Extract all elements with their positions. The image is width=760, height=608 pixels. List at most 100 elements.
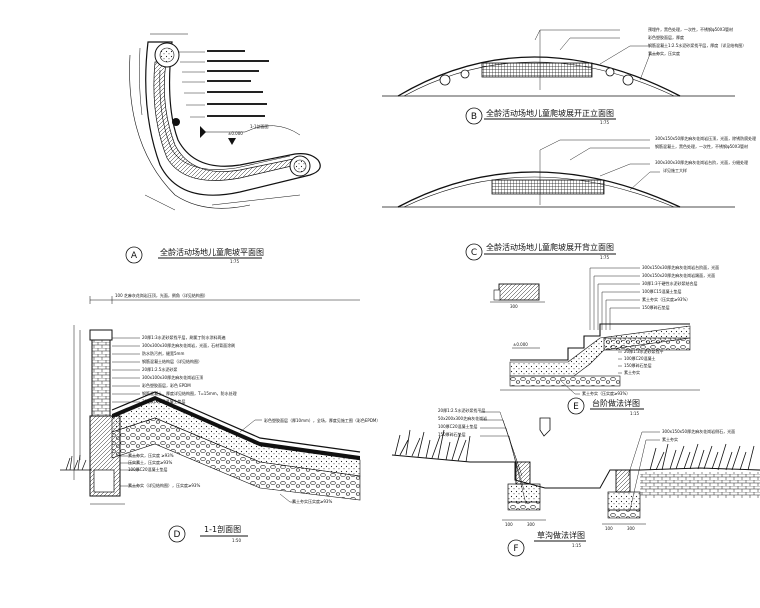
a-level-label: ±0.000 xyxy=(228,131,243,136)
d-slope-rubber xyxy=(112,396,360,460)
f-title: 草沟做法详图 xyxy=(537,530,585,540)
c-note-0: 300x150x50厚芝麻灰花岗岩压顶，光面，除锈防腐处理 xyxy=(655,135,756,141)
f-title-block: F 草沟做法详图 1:15 xyxy=(507,530,586,557)
a-bubble-letter: A xyxy=(131,251,138,261)
c-arch-outer xyxy=(397,171,681,208)
e-title: 台阶做法详图 xyxy=(592,398,640,408)
a-section-marker: ±0.000 1-1剖面图 xyxy=(200,123,301,145)
d-slope-gravel xyxy=(111,417,361,501)
d-leaders xyxy=(112,337,140,403)
panel-f-swale-detail: 20厚1:2.5水泥砂浆找平层 50x200x300芝麻灰花岗岩 100厚C20… xyxy=(391,407,760,557)
f-left-1: 50x200x300芝麻灰花岗岩 xyxy=(438,415,487,421)
panel-d-section: 100 芝麻灰花岗岩压顶，光面，倒角（详见结构图） xyxy=(60,292,380,543)
d-base-note: 素土夯实压实度≥93% xyxy=(292,498,332,504)
f-brick-fill xyxy=(640,472,760,498)
d-title: 1-1剖面图 xyxy=(204,524,241,534)
a-section-label: 1-1剖面图 xyxy=(250,123,269,129)
f-scale: 1:15 xyxy=(572,543,581,548)
d-note-2: 防水防污剂，缝宽5mm xyxy=(142,350,184,356)
a-leaders xyxy=(178,51,205,118)
e-bubble-letter: E xyxy=(573,402,579,412)
a-pad-mid xyxy=(172,118,180,126)
d-note-5: 300x100x30厚芝麻灰花岗岩压顶 xyxy=(142,374,203,380)
c-scale: 1:75 xyxy=(600,255,609,260)
c-title: 全龄活动场地儿童爬坡展开背立面图 xyxy=(486,242,614,252)
f-dim-1: 300 xyxy=(527,522,535,527)
f-right-0: 300x150x50厚芝麻灰花岗岩侧石，光面 xyxy=(662,428,735,434)
c-note-2: 300x300x30厚芝麻灰花岗岩台阶，光面，分缝处理 xyxy=(655,159,748,165)
f-left-0: 20厚1:2.5水泥砂浆找平层 xyxy=(438,407,485,413)
c-title-block: C 全龄活动场地儿童爬坡展开背立面图 1:75 xyxy=(465,242,616,261)
d-wall-cap xyxy=(89,329,113,341)
b-boulders xyxy=(439,67,634,86)
d-top-note: 100 芝麻灰花岗岩压顶，光面，倒角（详见结构图） xyxy=(115,292,208,298)
f-dim-0: 100 xyxy=(505,522,513,527)
f-right-curb xyxy=(615,469,631,493)
f-right-1: 素土夯实 xyxy=(662,436,678,442)
f-left-2: 100厚C20混凝土垫层 xyxy=(438,423,478,429)
b-arch-outer xyxy=(397,56,681,97)
e-note-4: 素土夯实（压实度≥93%） xyxy=(642,296,690,302)
b-title: 全龄活动场地儿童爬坡展开正立面图 xyxy=(486,108,614,118)
e-scale: 1:15 xyxy=(630,411,639,416)
d-note-8: 300厚C15素混凝土垫层 xyxy=(142,398,186,404)
b-title-block: B 全龄活动场地儿童爬坡展开正立面图 1:75 xyxy=(465,107,616,125)
d-note-6: 彩色塑胶面层，彩色 EPDM xyxy=(142,382,191,388)
b-note-1: 彩色塑胶面层，厚度 xyxy=(648,34,684,40)
b-note-3: 素土夯实，压实度 xyxy=(648,50,680,56)
panel-e-step-detail: 300 ±0.000 300x150x30厚芝麻灰花岗岩台阶面，光面 300x1… xyxy=(490,264,719,416)
d-bubble-letter: D xyxy=(174,530,181,540)
f-right-footing xyxy=(607,491,641,511)
e-lower-2: 150厚碎石垫层 xyxy=(624,362,652,368)
b-arch-inner xyxy=(403,61,675,97)
e-title-block: E 台阶做法详图 1:15 xyxy=(567,397,644,416)
d-bottom-3: 素土夯实（详见结构图），压实度≥93% xyxy=(128,482,200,488)
f-drain-inset xyxy=(539,417,551,437)
d-bottom-1: 压实素土，压实度≥93% xyxy=(128,459,172,465)
b-grid-panel xyxy=(481,62,593,78)
d-slope-top xyxy=(111,391,361,453)
c-note-3: 详见施工大样 xyxy=(663,167,687,173)
d-note-4: 20厚1:2.5水泥砂浆 xyxy=(142,366,177,372)
f-grass xyxy=(394,429,755,471)
d-note-7: 钢筋混凝土，厚度详见结构图，T=15mm，防水处理 xyxy=(142,390,237,396)
b-note-2: 钢筋混凝土1:2.5水泥砂浆找平层，厚度（详见结构图） xyxy=(648,42,746,48)
c-bubble-letter: C xyxy=(471,248,477,258)
d-note-0: 20厚1:3水泥砂浆找平层，刷氯丁防水涂料两遍 xyxy=(142,334,226,340)
e-step-profile xyxy=(510,323,690,361)
a-leader-text xyxy=(207,50,269,117)
d-title-block: D 1-1剖面图 1:50 xyxy=(168,524,248,543)
e-level: ±0.000 xyxy=(513,342,528,347)
d-bottom-0: 素土夯实，压实度 ≥93% xyxy=(128,452,174,458)
e-note-2: 30厚1:3干硬性水泥砂浆结合层 xyxy=(642,280,698,286)
a-outer-band xyxy=(145,41,321,196)
e-gravel xyxy=(509,375,621,387)
c-grid-panel xyxy=(491,179,605,195)
e-lower-3: 素土夯实 xyxy=(624,369,640,375)
e-dim: 300 xyxy=(510,304,518,309)
b-scale: 1:75 xyxy=(600,120,609,125)
e-note-0: 300x150x30厚芝麻灰花岗岩台阶面，光面 xyxy=(642,264,719,270)
a-title-block: A 全龄活动场地儿童爬坡平面图 1:75 xyxy=(125,246,264,264)
a-inner-rubber xyxy=(159,69,291,170)
e-lower-1: 100厚C20混凝土 xyxy=(624,355,656,361)
panel-c-back-elevation: 300x150x50厚芝麻灰花岗岩压顶，光面，除锈防腐处理 钢筋混凝土，黑色处理… xyxy=(382,135,756,261)
a-scale: 1:75 xyxy=(230,259,239,264)
f-dim-2: 100 xyxy=(605,526,613,531)
d-note-1: 300x300x30厚芝麻灰花岗岩，光面，石材背面涂刷 xyxy=(142,342,235,348)
b-bubble-letter: B xyxy=(471,112,477,122)
e-inset-block xyxy=(498,283,540,301)
e-leaders xyxy=(589,267,640,330)
d-slope-note: 彩色塑胶面层（厚10mm），全场，厚度见施工图（彩色EPDM） xyxy=(264,417,380,423)
b-note-0: 预埋件，黑色处理，一次性，不锈钢φ50X3管材 xyxy=(648,26,733,32)
f-bubble-letter: F xyxy=(513,544,518,554)
f-dim-3: 300 xyxy=(627,526,635,531)
d-scale: 1:50 xyxy=(232,538,241,543)
e-note-3: 100厚C15混凝土垫层 xyxy=(642,288,682,294)
e-bottom-note: 素土夯实（压实度≥93%） xyxy=(582,390,630,396)
d-note-3: 钢筋混凝土结构层（详见结构图） xyxy=(142,358,202,364)
c-arch-inner xyxy=(403,176,675,208)
a-title: 全龄活动场地儿童爬坡平面图 xyxy=(160,247,264,257)
f-left-3: 150厚碎石垫层 xyxy=(438,431,466,437)
